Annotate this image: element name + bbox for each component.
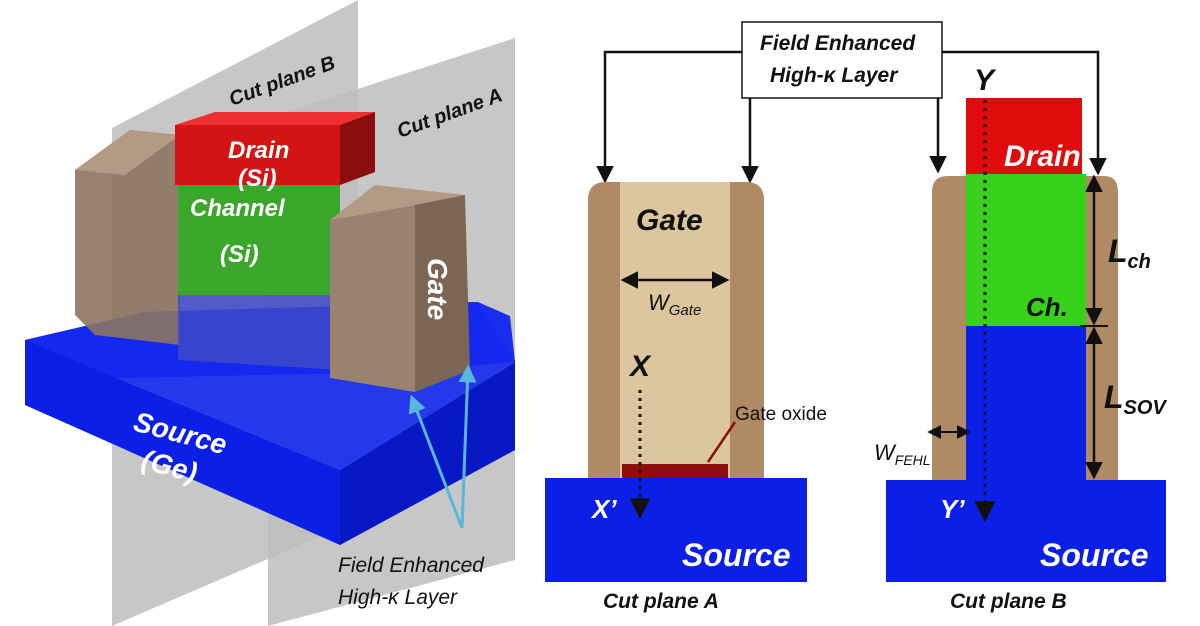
source-block-front: [25, 340, 340, 545]
cut-b-caption: Cut plane B: [950, 590, 1067, 613]
drain-label: Drain: [228, 137, 289, 164]
fehl-3d-label-line2: High-κ Layer: [338, 586, 458, 609]
top-callout: Field Enhanced High-κ Layer: [596, 21, 1107, 184]
l-sov-label: LSOV: [1104, 379, 1167, 419]
callout-box: [741, 21, 943, 99]
cut-plane-b-view: Y Drain Y’ Lch Ch. LSOV WFEHL Source Cut…: [874, 64, 1167, 613]
channel-label: Channel: [190, 195, 286, 222]
ch-label: Ch.: [1026, 292, 1068, 322]
channel-region: [178, 178, 340, 295]
w-gate-label: WGate: [648, 290, 701, 319]
w-fehl-label: WFEHL: [874, 440, 931, 468]
fin-lower-blue: [178, 295, 340, 370]
cut-a-source-label: Source: [682, 537, 790, 573]
fehl-3d-label-line1: Field Enhanced: [338, 554, 485, 577]
cut-a-gate-oxide: [622, 464, 728, 478]
right-gate-slab-top: [330, 185, 465, 220]
source-block-side: [340, 362, 515, 545]
l-ch-label: Lch: [1108, 233, 1151, 273]
drain-front: [175, 125, 340, 185]
cut-b-fehl-left: [932, 176, 966, 480]
cut-a-gate-region: [620, 182, 730, 478]
cut-plane-a-view: Gate WGate X X’ Gate oxide Source Cut pl…: [545, 182, 827, 613]
cut-b-drain-label: Drain: [1004, 140, 1081, 173]
channel-material-label: (Si): [220, 241, 259, 268]
drain-top: [175, 112, 375, 125]
cut-b-source-block: [886, 480, 1166, 582]
callout-line1: Field Enhanced: [760, 32, 916, 55]
y-prime-label: Y’: [940, 494, 965, 524]
x-label: X: [628, 350, 652, 383]
callout-arrow-cut-a-left: [596, 50, 742, 184]
callout-arrow-cut-b-right: [942, 50, 1107, 176]
cut-a-caption: Cut plane A: [603, 590, 719, 613]
left-3d-view: Cut plane B Cut plane A Drain (Si) Chann…: [25, 0, 515, 626]
x-prime-label: X’: [590, 494, 617, 524]
cut-a-source-block: [545, 478, 807, 582]
cut-a-gate-label: Gate: [636, 204, 703, 237]
drain-side: [340, 112, 375, 185]
callout-line2: High-κ Layer: [770, 64, 899, 87]
gate-oxide-label: Gate oxide: [735, 404, 827, 425]
fehl-arrow-2: [458, 364, 477, 529]
gate-3d-label: Gate: [422, 258, 453, 320]
cut-b-fehl-right: [1086, 176, 1118, 480]
right-gate-slab-side: [415, 195, 470, 392]
drain-material-label: (Si): [238, 165, 277, 192]
right-gate-slab-front: [330, 205, 415, 392]
gate-oxide-pointer: [706, 421, 737, 463]
left-gate-slab: [75, 130, 180, 345]
y-label: Y: [974, 64, 997, 97]
cut-b-source-label: Source: [1040, 537, 1148, 573]
fehl-arrow-1: [408, 394, 464, 529]
left-gate-slab-top: [75, 130, 180, 175]
